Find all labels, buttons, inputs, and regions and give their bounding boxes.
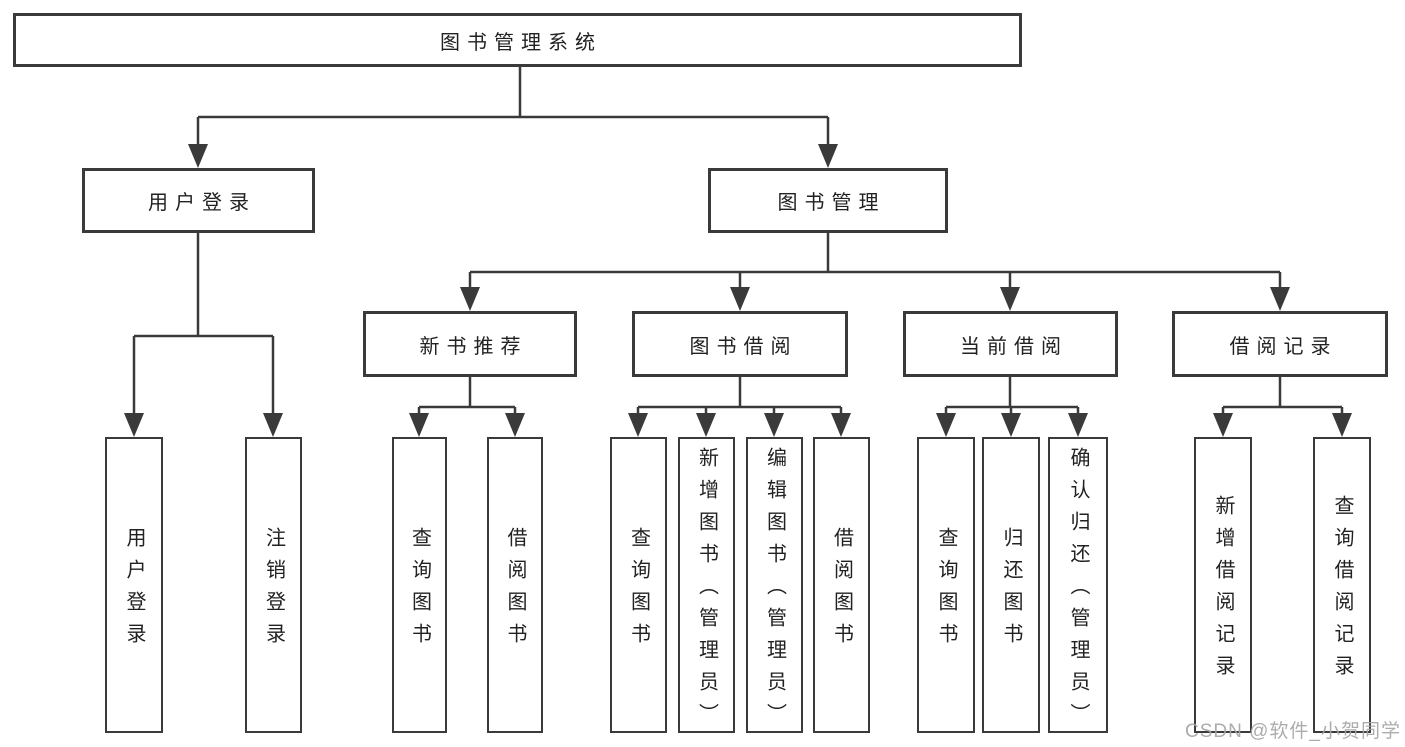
leaf-borrow-books-borrowing: 借阅图书 bbox=[813, 437, 870, 733]
node-book-management: 图书管理 bbox=[708, 168, 948, 233]
leaf-query-books-current: 查询图书 bbox=[917, 437, 975, 733]
leaf-user-login-label: 用户登录 bbox=[123, 527, 145, 655]
leaf-query-borrow-record-label: 查询借阅记录 bbox=[1331, 495, 1353, 687]
leaf-edit-books-admin-label: 编辑图书（管理员） bbox=[763, 447, 786, 735]
arrow-down-icon bbox=[730, 287, 750, 311]
leaf-borrow-books-recommend: 借阅图书 bbox=[487, 437, 543, 733]
leaf-return-books: 归还图书 bbox=[982, 437, 1040, 733]
node-user-login: 用户登录 bbox=[82, 168, 315, 233]
leaf-query-books-borrowing: 查询图书 bbox=[610, 437, 667, 733]
arrow-down-icon bbox=[696, 413, 716, 437]
leaf-query-borrow-record: 查询借阅记录 bbox=[1313, 437, 1371, 733]
arrow-down-icon bbox=[818, 144, 838, 168]
arrow-down-icon bbox=[831, 413, 851, 437]
leaf-query-books-current-label: 查询图书 bbox=[935, 527, 957, 655]
arrowhead-icons bbox=[124, 144, 1352, 437]
node-current-borrowing-label: 当前借阅 bbox=[960, 335, 1068, 358]
leaf-logout: 注销登录 bbox=[245, 437, 302, 733]
node-book-borrowing-label: 图书借阅 bbox=[689, 335, 798, 358]
leaf-edit-books-admin: 编辑图书（管理员） bbox=[746, 437, 803, 735]
leaf-borrow-books-recommend-label: 借阅图书 bbox=[504, 527, 526, 655]
leaf-query-books-borrowing-label: 查询图书 bbox=[627, 527, 650, 655]
arrow-down-icon bbox=[188, 144, 208, 168]
node-new-book-recommend-label: 新书推荐 bbox=[419, 335, 528, 358]
arrow-down-icon bbox=[936, 413, 956, 437]
arrow-down-icon bbox=[124, 413, 144, 437]
node-user-login-label: 用户登录 bbox=[148, 192, 256, 214]
node-root-label: 图书管理系统 bbox=[440, 31, 602, 54]
node-book-borrowing: 图书借阅 bbox=[632, 311, 848, 377]
watermark: CSDN @软件_小贺同学 bbox=[1185, 721, 1401, 742]
leaf-add-books-admin: 新增图书（管理员） bbox=[678, 437, 735, 735]
arrow-down-icon bbox=[460, 287, 480, 311]
arrow-down-icon bbox=[1001, 413, 1021, 437]
leaf-add-borrow-record: 新增借阅记录 bbox=[1194, 437, 1252, 733]
leaf-confirm-return-admin: 确认归还（管理员） bbox=[1048, 437, 1108, 735]
leaf-add-borrow-record-label: 新增借阅记录 bbox=[1212, 495, 1234, 687]
arrow-down-icon bbox=[764, 413, 784, 437]
arrow-down-icon bbox=[409, 413, 429, 437]
node-new-book-recommend: 新书推荐 bbox=[363, 311, 577, 377]
leaf-query-books-recommend-label: 查询图书 bbox=[408, 527, 431, 655]
leaf-borrow-books-borrowing-label: 借阅图书 bbox=[830, 527, 853, 655]
node-root: 图书管理系统 bbox=[13, 13, 1022, 67]
leaf-query-books-recommend: 查询图书 bbox=[392, 437, 447, 733]
arrow-down-icon bbox=[1000, 287, 1020, 311]
arrow-down-icon bbox=[505, 413, 525, 437]
node-book-management-label: 图书管理 bbox=[777, 192, 886, 214]
tree-edges bbox=[132, 67, 1344, 416]
arrow-down-icon bbox=[1270, 287, 1290, 311]
node-current-borrowing: 当前借阅 bbox=[903, 311, 1118, 377]
node-borrowing-records: 借阅记录 bbox=[1172, 311, 1388, 377]
node-borrowing-records-label: 借阅记录 bbox=[1229, 335, 1338, 358]
leaf-return-books-label: 归还图书 bbox=[1000, 527, 1022, 655]
arrow-down-icon bbox=[628, 413, 648, 437]
arrow-down-icon bbox=[1332, 413, 1352, 437]
leaf-logout-label: 注销登录 bbox=[262, 527, 285, 655]
leaf-confirm-return-admin-label: 确认归还（管理员） bbox=[1067, 447, 1089, 735]
leaf-add-books-admin-label: 新增图书（管理员） bbox=[695, 447, 718, 735]
arrow-down-icon bbox=[1213, 413, 1233, 437]
arrow-down-icon bbox=[1068, 413, 1088, 437]
arrow-down-icon bbox=[263, 413, 283, 437]
leaf-user-login: 用户登录 bbox=[105, 437, 163, 733]
